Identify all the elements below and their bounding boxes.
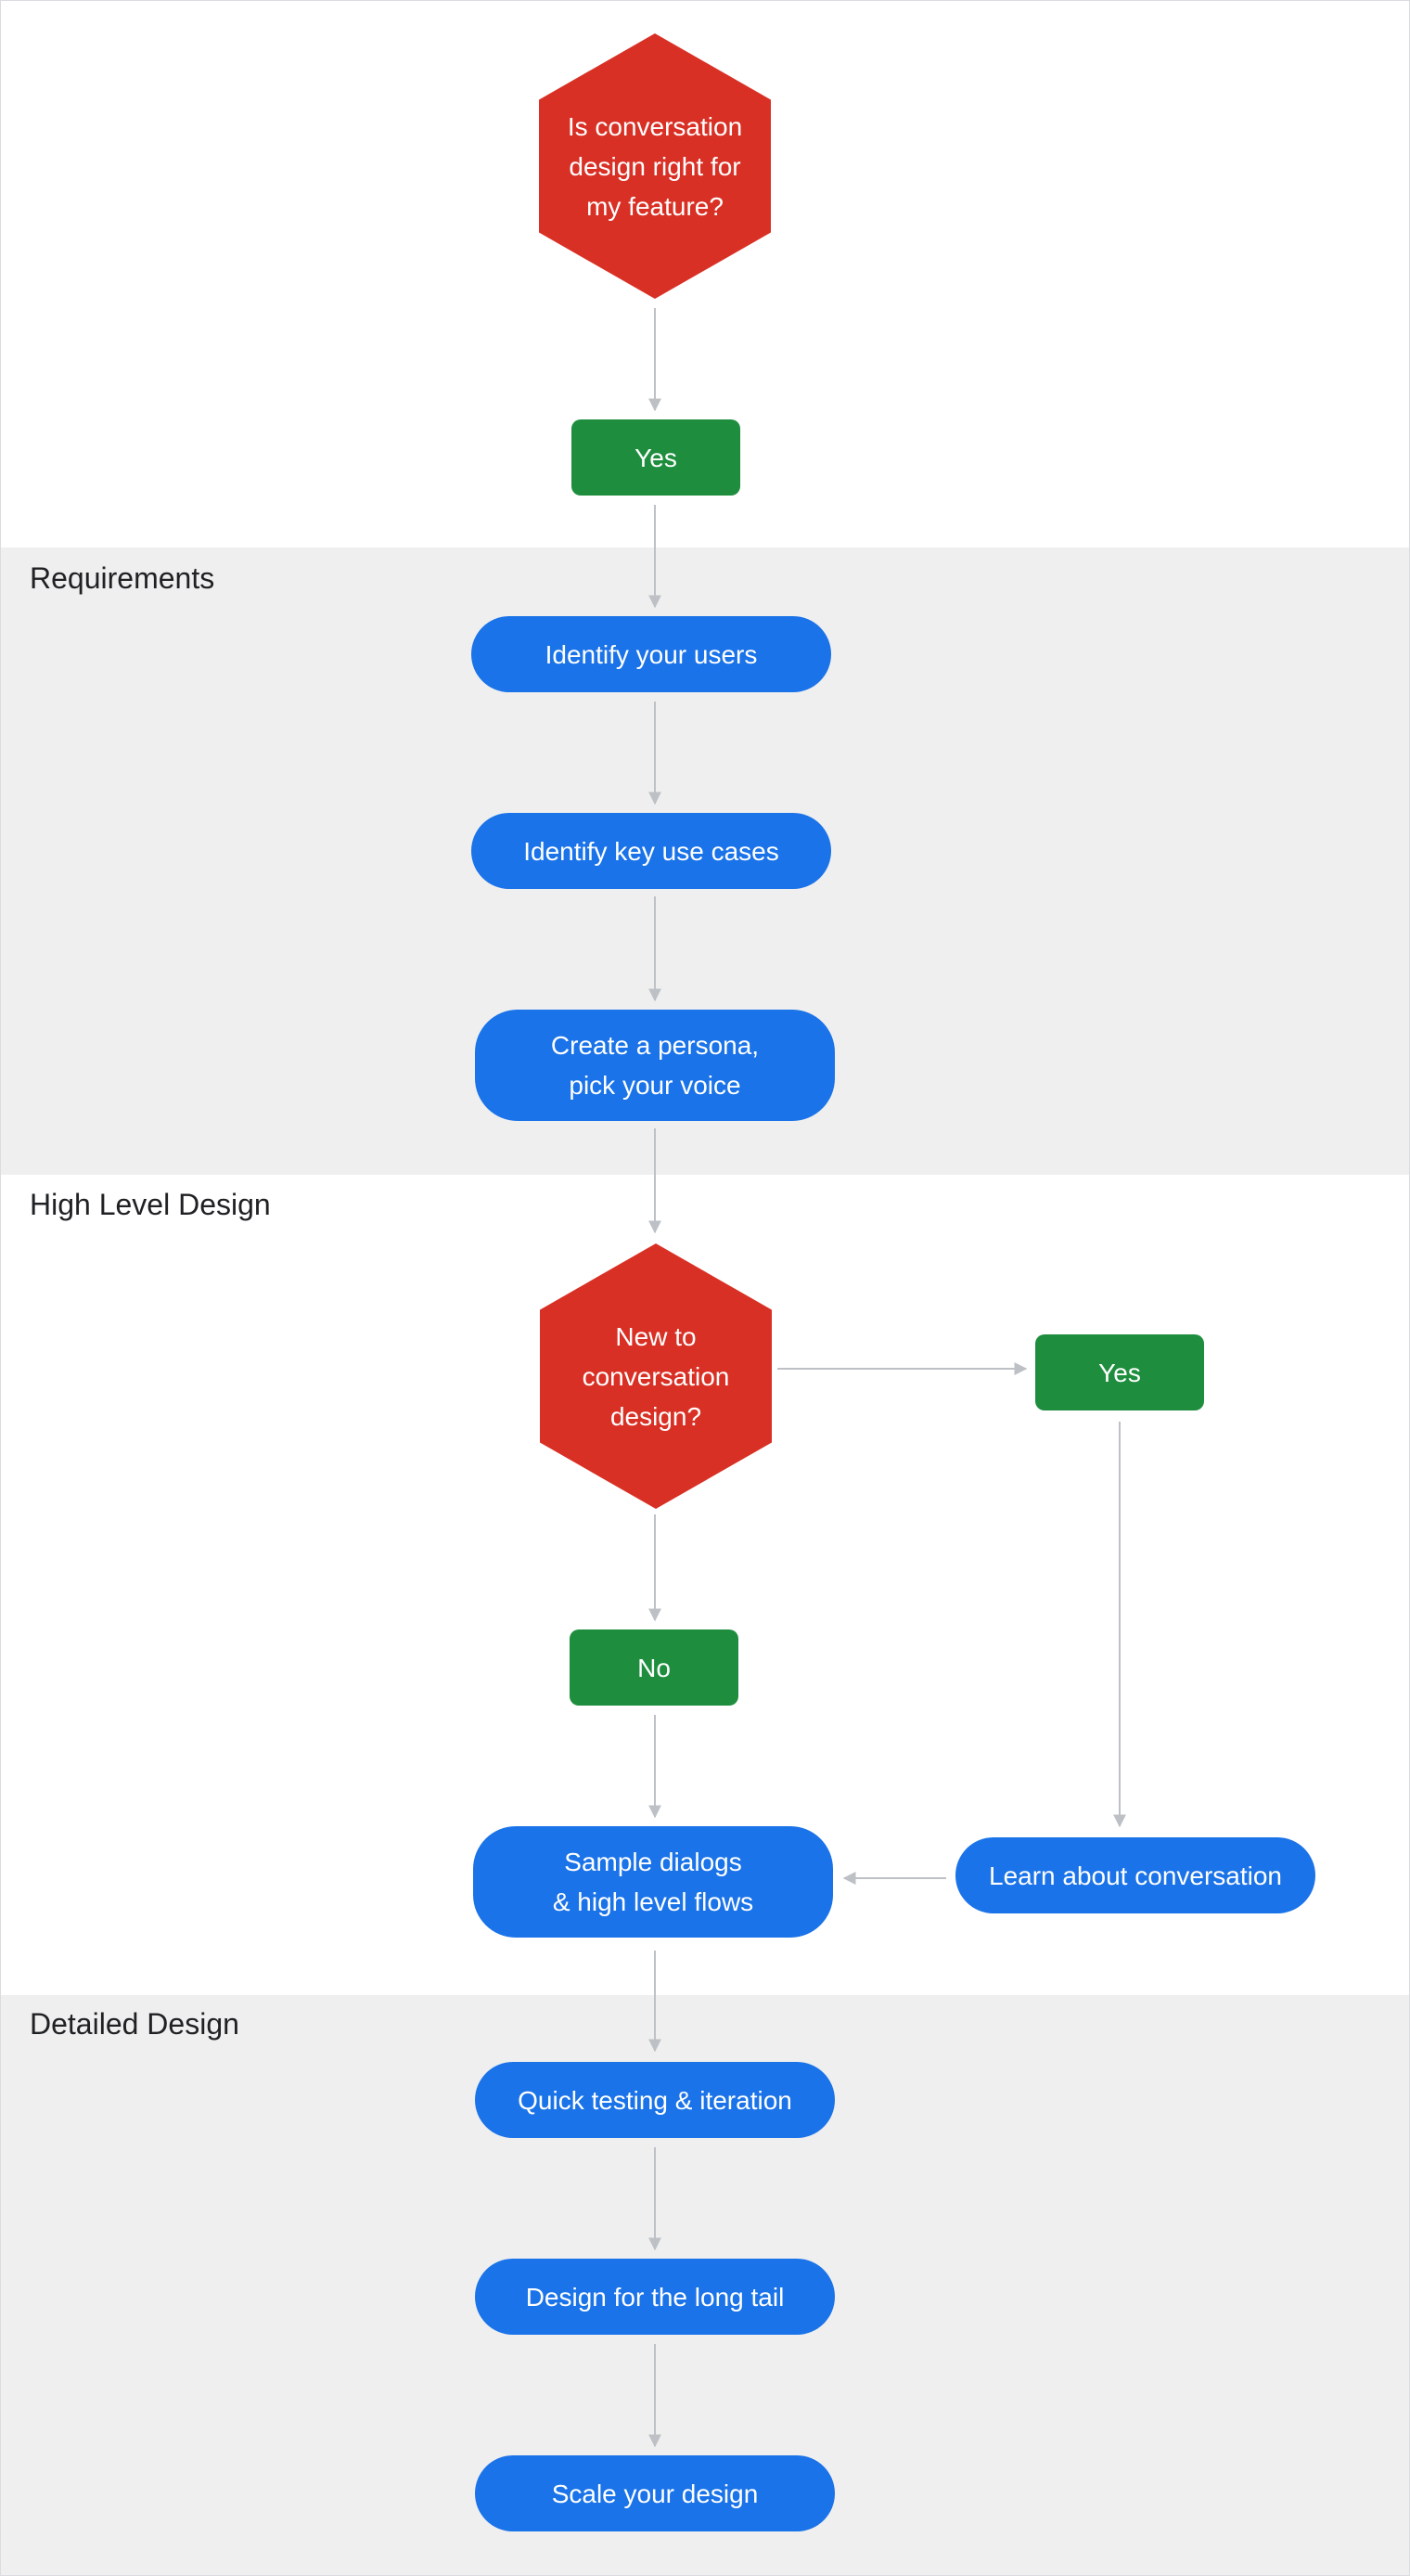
answer-yes-top: Yes [571,419,740,496]
step-quick-testing: Quick testing & iteration [475,2062,835,2138]
step-label: Identify key use cases [523,836,779,866]
answer-label: Yes [1098,1358,1141,1387]
answer-label: Yes [634,443,677,472]
section-label-detailed-design: Detailed Design [30,2007,239,2041]
step-identify-users: Identify your users [471,616,831,692]
step-label: Quick testing & iteration [518,2085,792,2115]
step-label: Identify your users [545,639,758,669]
decision-label: Is conversation design right for my feat… [567,111,743,221]
step-sample-dialogs: Sample dialogs & high level flows [473,1826,833,1938]
step-label: Learn about conversation [989,1861,1282,1890]
answer-yes-right: Yes [1035,1334,1204,1410]
answer-no: No [570,1629,738,1706]
step-label: Create a persona, pick your voice [550,1031,760,1100]
section-label-high-level-design: High Level Design [30,1188,271,1221]
step-create-persona: Create a persona, pick your voice [475,1010,835,1121]
step-label: Sample dialogs & high level flows [552,1848,754,1916]
step-label: Design for the long tail [525,2282,785,2312]
step-design-long-tail: Design for the long tail [475,2259,835,2335]
decision-label: New to conversation design? [582,1321,730,1431]
answer-label: No [637,1653,671,1682]
step-learn-about-conversation: Learn about conversation [955,1837,1315,1913]
step-label: Scale your design [551,2479,759,2508]
step-scale-design: Scale your design [475,2455,835,2531]
step-identify-use-cases: Identify key use cases [471,813,831,889]
decision-conversation-design-right: Is conversation design right for my feat… [539,33,771,299]
section-label-requirements: Requirements [30,561,215,595]
